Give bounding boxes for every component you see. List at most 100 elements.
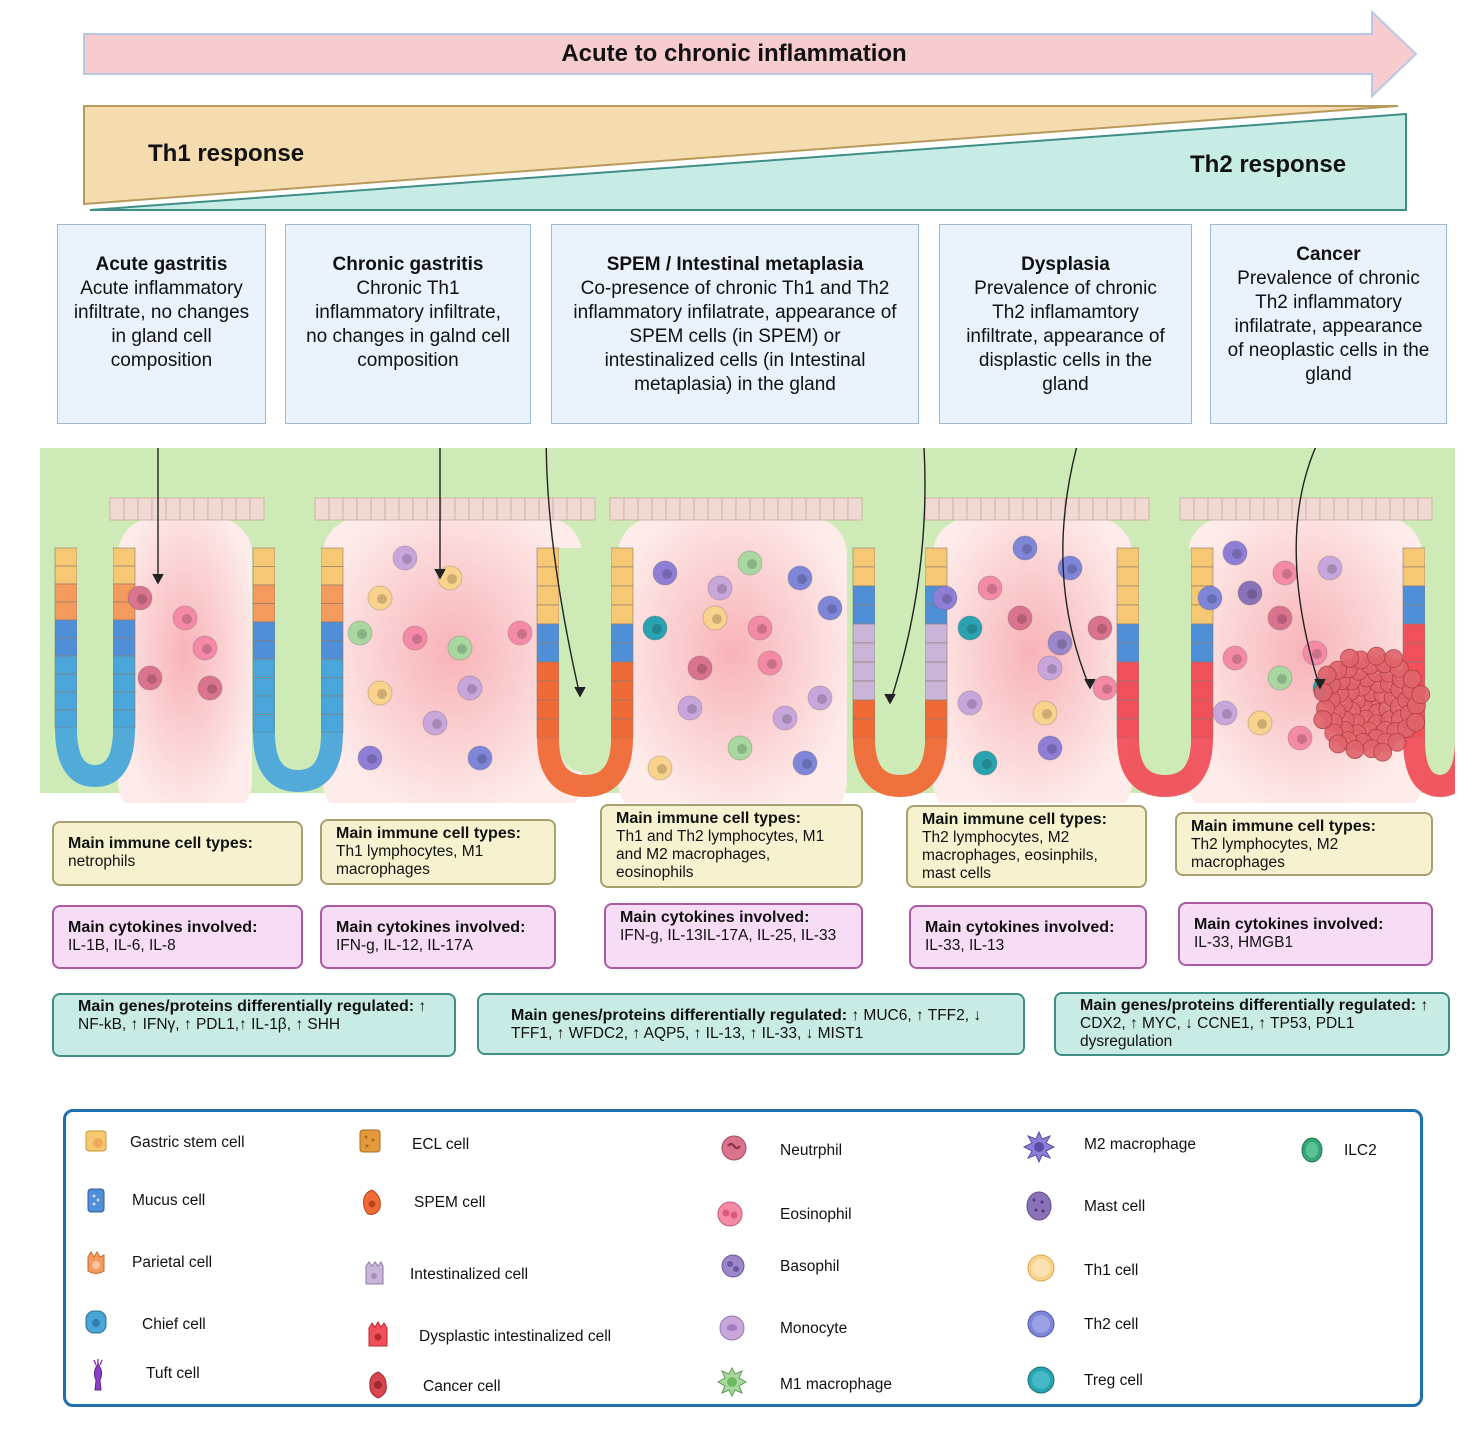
legend-label: SPEM cell: [414, 1194, 486, 1211]
cell-nucleus: [797, 574, 807, 584]
gland-cell: [54, 601, 78, 621]
immune-cell: [1007, 605, 1033, 631]
gland-cell: [112, 637, 136, 657]
gland-cell: [610, 623, 634, 644]
surface-epithelial-cell: [1347, 497, 1363, 521]
gland-cell: [852, 547, 876, 568]
cell-nucleus: [1097, 624, 1107, 634]
cancer-cell-icon: [369, 1371, 387, 1399]
genes-label: Main genes/proteins differentially regul…: [78, 998, 409, 1015]
legend-label: Chief cell: [142, 1316, 206, 1333]
gland-cell: [610, 585, 634, 606]
gastric-stem-cell-icon: [85, 1130, 107, 1152]
spem-cell-icon: [363, 1189, 381, 1215]
surface-epithelial-cell: [805, 497, 821, 521]
immune-value: Th1 lymphocytes, M1 macrophages: [336, 843, 484, 878]
immune-box-dysplasia: Main immune cell types: Th2 lymphocytes,…: [906, 805, 1147, 888]
gland-cell: [924, 566, 948, 587]
gland-cell: [536, 699, 560, 720]
mucus-cell-icon: [87, 1188, 105, 1213]
immune-cell: [1092, 675, 1118, 701]
gland-lumen: [1425, 548, 1455, 772]
cytokine-label: Main cytokines involved: [336, 919, 521, 936]
cytokine-value: IL-33, HMGB1: [1194, 934, 1294, 951]
cell-nucleus: [1207, 594, 1217, 604]
th2-wedge: [89, 112, 1407, 211]
immune-label: Main immune cell types: [616, 810, 796, 827]
surface-epithelial-cell: [623, 497, 639, 521]
cell-nucleus: [737, 744, 747, 754]
surface-epithelial-cell: [651, 497, 667, 521]
immune-cell: [1032, 700, 1058, 726]
legend-label: Mucus cell: [132, 1192, 206, 1209]
stage-acute-gastritis: Acute gastritis Acute inflammatory infil…: [57, 224, 266, 424]
gland-cell: [536, 604, 560, 625]
immune-label: Main immune cell types: [1191, 818, 1371, 835]
gland-cell: [112, 547, 136, 567]
surface-epithelial-cell: [1305, 497, 1321, 521]
cell-nucleus: [1047, 664, 1057, 674]
gland-cell: [536, 642, 560, 663]
cell-nucleus: [967, 699, 977, 709]
stage-desc: Prevalence of chronic Th2 inflammatory i…: [1227, 268, 1430, 385]
gland-cell: [1402, 604, 1426, 625]
immune-cell: [367, 680, 393, 706]
legend-label: Th2 cell: [1084, 1316, 1139, 1333]
gland-cell: [610, 642, 634, 663]
surface-epithelial-cell: [1263, 497, 1279, 521]
surface-epithelial-cell: [1221, 497, 1237, 521]
gland-cell: [852, 661, 876, 682]
immune-value: Th1 and Th2 lymphocytes, M1 and M2 macro…: [616, 828, 825, 881]
surface-epithelial-cell: [566, 497, 582, 521]
surface-epithelial-cell: [328, 497, 344, 521]
surface-epithelial-cell: [1078, 497, 1094, 521]
gland-cell: [252, 695, 276, 715]
cell-nucleus: [1247, 589, 1257, 599]
immune-cell: [402, 625, 428, 651]
cell-nucleus: [967, 624, 977, 634]
genes-value: ↑ CDX2, ↑ MYC, ↓ CCNE1, ↑ TP53, PDL1 dys…: [1080, 997, 1429, 1050]
cell-nucleus: [1312, 649, 1322, 659]
immune-cell: [957, 615, 983, 641]
gland-base: [1117, 737, 1213, 798]
cell-nucleus: [1102, 684, 1112, 694]
surface-epithelial-cell: [1319, 497, 1335, 521]
stage-desc: Co-presence of chronic Th1 and Th2 infla…: [573, 278, 897, 395]
immune-box-cancer: Main immune cell types: Th2 lymphocytes,…: [1175, 812, 1433, 876]
immune-box-chronic: Main immune cell types: Th1 lymphocytes,…: [320, 819, 556, 885]
stage-title: Acute gastritis: [95, 254, 228, 275]
gland-cell: [1190, 680, 1214, 701]
stage-desc: Acute inflammatory infiltrate, no change…: [73, 278, 250, 371]
surface-epithelial-cell: [356, 497, 372, 521]
cell-nucleus: [1057, 639, 1067, 649]
gland-cell: [610, 661, 634, 682]
cell-nucleus: [402, 554, 412, 564]
cell-nucleus: [982, 759, 992, 769]
immune-label: Main immune cell types: [68, 835, 248, 852]
gland-cell: [610, 699, 634, 720]
surface-epithelial-cell: [707, 497, 723, 521]
gland-cell: [1116, 566, 1140, 587]
cell-nucleus: [137, 594, 147, 604]
immune-cell: [357, 745, 383, 771]
cell-nucleus: [717, 584, 727, 594]
gland-cell: [1402, 623, 1426, 644]
surface-epithelial-cell: [1050, 497, 1066, 521]
surface-epithelial-cell: [207, 497, 223, 521]
gland-lumen: [77, 548, 113, 762]
immune-cell: [467, 745, 493, 771]
gland-cell: [320, 714, 344, 734]
immune-cell: [677, 695, 703, 721]
gland-lumen: [559, 548, 611, 772]
legend-label: Eosinophil: [780, 1206, 852, 1223]
gland-cell: [610, 547, 634, 568]
immune-cell: [1287, 725, 1313, 751]
cell-nucleus: [1232, 549, 1242, 559]
immune-cell: [1267, 665, 1293, 691]
cell-nucleus: [747, 559, 757, 569]
cell-nucleus: [942, 594, 952, 604]
immune-cell: [192, 635, 218, 661]
cell-nucleus: [447, 574, 457, 584]
th1-wedge: [83, 105, 1399, 206]
stage-dysplasia: Dysplasia Prevalence of chronic Th2 infl…: [939, 224, 1192, 424]
